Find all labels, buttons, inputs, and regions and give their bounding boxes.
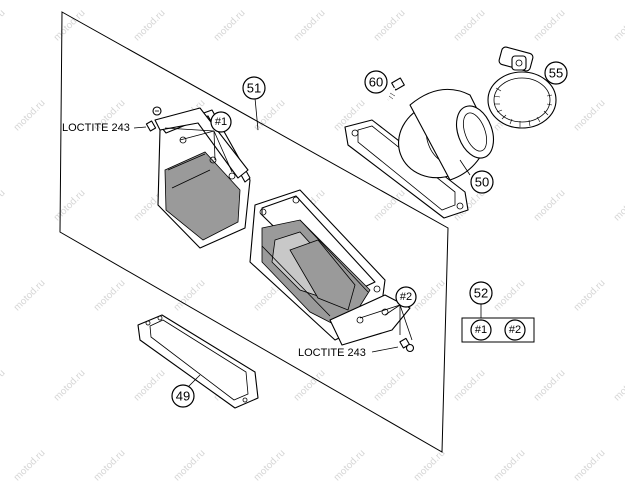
callout-50-label: 50	[475, 175, 489, 190]
callout-52[interactable]: 52	[469, 281, 493, 305]
callout-50[interactable]: 50	[470, 170, 494, 194]
part-51-stopper-plate-bottom[interactable]	[329, 294, 411, 346]
part-60-bolt[interactable]	[387, 77, 405, 101]
kit-52-item-1-label: #1	[475, 324, 487, 336]
kit-52-item-2[interactable]: #2	[504, 319, 526, 341]
callout-51[interactable]: 51	[242, 76, 266, 100]
leader-loctite-bottom	[371, 346, 399, 353]
callout-60-label: 60	[369, 75, 383, 90]
callout-60[interactable]: 60	[364, 70, 388, 94]
kit-52-item-1[interactable]: #1	[470, 319, 492, 341]
leader-s1-d	[164, 127, 215, 132]
subcallout-2-label: #2	[400, 291, 412, 303]
exploded-parts-diagram: 49	[59, 11, 568, 453]
leader-loctite-top	[133, 126, 147, 129]
leader-s1-a	[179, 130, 215, 141]
assembly-panel	[59, 11, 449, 453]
screw-top-left[interactable]	[145, 106, 162, 132]
leader-s2-d	[399, 304, 413, 341]
screw-bottom-right[interactable]	[399, 337, 415, 353]
callout-52-label: 52	[474, 286, 488, 301]
leader-s2-b	[384, 304, 401, 316]
leader-50	[459, 159, 471, 176]
leader-s1-c	[213, 130, 233, 173]
loctite-label-top: LOCTITE 243	[62, 122, 130, 134]
loctite-label-bottom: LOCTITE 243	[298, 347, 366, 359]
part-50-intake-flange[interactable]	[344, 88, 500, 219]
callout-55[interactable]: 55	[544, 61, 568, 85]
leader-s2-a	[359, 304, 401, 319]
callout-49-label: 49	[176, 389, 190, 404]
callout-55-label: 55	[549, 66, 563, 81]
part-55-hose-clamp[interactable]	[487, 46, 557, 129]
leader-s1-b	[213, 130, 216, 161]
subcallout-1-label: #1	[215, 116, 227, 128]
part-49-gasket[interactable]	[137, 314, 259, 409]
subcallout-2[interactable]: #2	[395, 286, 417, 308]
callout-49[interactable]: 49	[171, 384, 195, 408]
subcallout-1[interactable]: #1	[210, 111, 232, 133]
part-51-reed-valve-body[interactable]	[249, 189, 386, 341]
callout-51-label: 51	[247, 81, 261, 96]
leader-51	[254, 97, 259, 131]
kit-52-item-2-label: #2	[509, 324, 521, 336]
